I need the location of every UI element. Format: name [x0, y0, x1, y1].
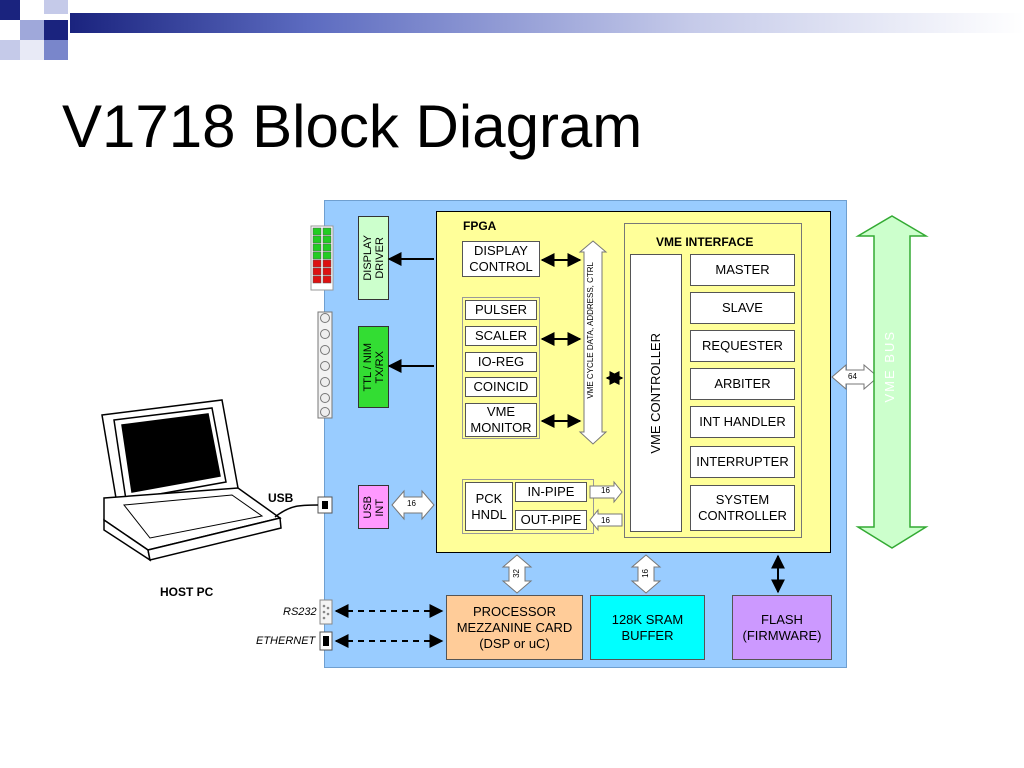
decor-square [0, 40, 20, 60]
coincid-box: COINCID [465, 377, 537, 397]
vme-bus-label: VME BUS [882, 330, 897, 403]
mezzanine-width-label: 32 [512, 569, 521, 578]
interrupter-box: INTERRUPTER [690, 446, 795, 478]
out-pipe-width-label: 16 [601, 516, 610, 525]
fpga-label: FPGA [463, 219, 497, 233]
display-driver-box: DISPLAY DRIVER [358, 216, 389, 300]
sram-bus-arrow [630, 554, 662, 594]
in-pipe-arrow [589, 480, 623, 504]
decor-square [44, 0, 68, 14]
ethernet-connector-icon [319, 631, 333, 651]
usb-width-label: 16 [407, 499, 416, 508]
slave-box: SLAVE [690, 292, 795, 324]
host-pc-label: HOST PC [160, 585, 214, 599]
header-bar [70, 13, 1024, 33]
out-pipe-box: OUT-PIPE [515, 510, 587, 530]
in-pipe-width-label: 16 [601, 486, 610, 495]
vme-interface-group [624, 223, 802, 538]
mezzanine-bus-arrow [501, 554, 533, 594]
vme-bus-width-label: 64 [848, 372, 857, 381]
rs232-label: RS232 [283, 606, 317, 618]
arbiter-box: ARBITER [690, 368, 795, 400]
led-display-icon [310, 225, 334, 291]
pck-hndl-box: PCK HNDL [465, 482, 513, 531]
vme-controller-box: VME CONTROLLER [630, 254, 682, 532]
system-controller-box: SYSTEM CONTROLLER [690, 485, 795, 531]
decor-square [20, 40, 44, 60]
usb-int-box: USB INT [358, 485, 389, 529]
usb-bus-arrow [391, 489, 435, 521]
vme-cycle-bus-arrow [578, 240, 608, 445]
in-pipe-box: IN-PIPE [515, 482, 587, 502]
dashed-links [334, 604, 444, 648]
master-box: MASTER [690, 254, 795, 286]
bidirectional-arrows [387, 252, 785, 594]
pck-group [462, 479, 594, 534]
out-pipe-arrow [589, 508, 623, 532]
pulser-box: PULSER [465, 300, 537, 320]
usb-connector-icon [317, 496, 333, 514]
ethernet-label: ETHERNET [256, 635, 316, 647]
scaler-box: SCALER [465, 326, 537, 346]
vme-interface-label: VME INTERFACE [656, 235, 754, 249]
laptop-icon [101, 399, 319, 562]
requester-box: REQUESTER [690, 330, 795, 362]
vme-monitor-box: VME MONITOR [465, 403, 537, 437]
decor-square [44, 40, 68, 60]
display-control-box: DISPLAY CONTROL [462, 241, 540, 277]
fpga-functions-group [462, 297, 540, 439]
int-handler-box: INT HANDLER [690, 406, 795, 438]
mezzanine-card-box: PROCESSOR MEZZANINE CARD (DSP or uC) [446, 595, 583, 660]
io-reg-box: IO-REG [465, 352, 537, 372]
slide-title: V1718 Block Diagram [62, 93, 643, 160]
rs232-connector-icon [319, 599, 333, 625]
sram-width-label: 16 [641, 569, 650, 578]
sram-buffer-box: 128K SRAM BUFFER [590, 595, 705, 660]
flash-box: FLASH (FIRMWARE) [732, 595, 832, 660]
lemo-connectors-icon [317, 311, 333, 419]
vme-cycle-label: VME CYCLE DATA, ADDRESS, CTRL [586, 262, 595, 399]
decor-square [20, 20, 44, 40]
usb-label: USB [268, 491, 294, 505]
decor-square [44, 20, 68, 40]
vme-bus-arrow [855, 215, 929, 549]
decor-square [0, 0, 20, 20]
